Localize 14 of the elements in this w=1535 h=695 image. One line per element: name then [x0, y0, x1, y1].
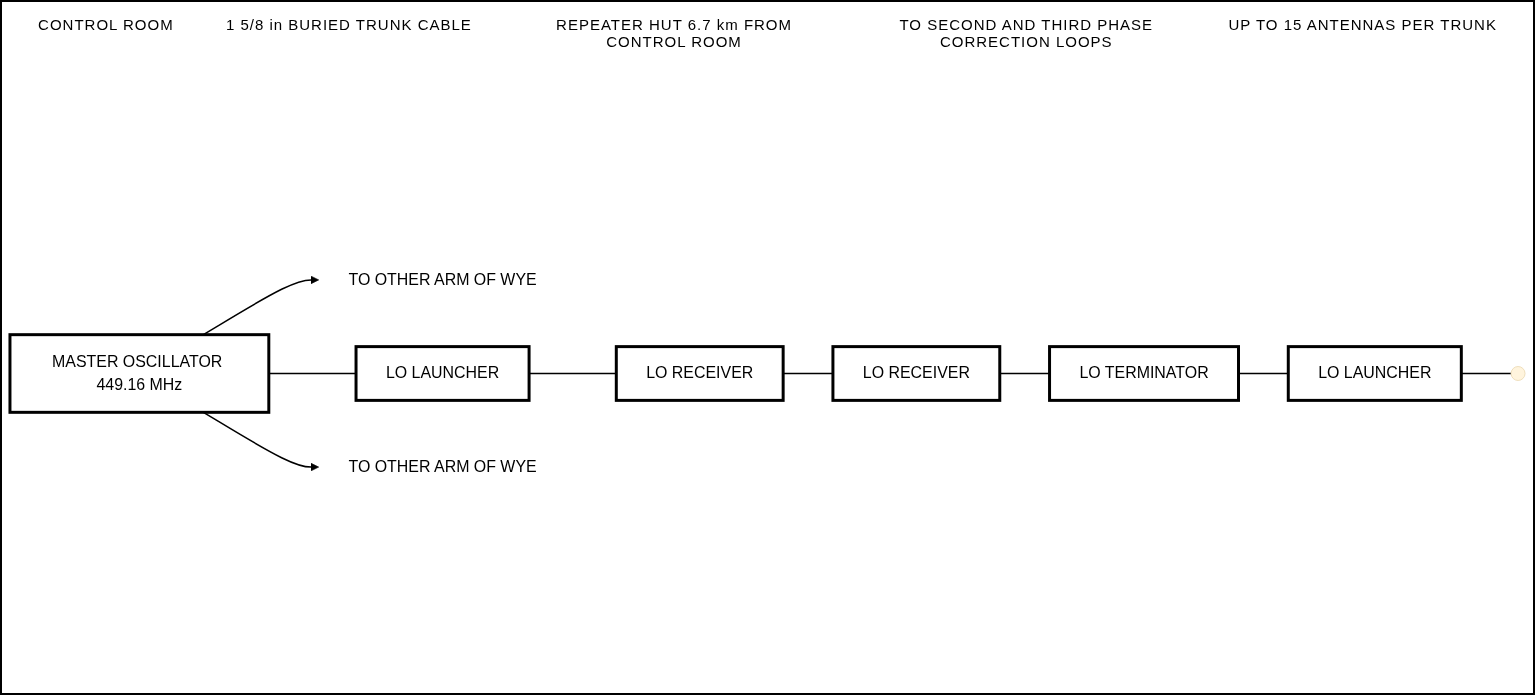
zone-label: TO SECOND AND THIRD PHASE CORRECTION LOOPS [898, 16, 1155, 50]
node-box: LO RECEIVER [614, 345, 785, 402]
zone-label: 1 5/8 in BURIED TRUNK CABLE [225, 16, 472, 35]
node-box: MASTER OSCILLATOR 449.16 MHz [8, 333, 271, 414]
node-text: TO OTHER ARM OF WYE [348, 458, 537, 476]
zone-label: CONTROL ROOM [38, 16, 174, 35]
node-box: LO RECEIVER [831, 345, 1002, 402]
zone-label: REPEATER HUT 6.7 km FROM CONTROL ROOM [555, 16, 794, 50]
node-text: TO OTHER ARM OF WYE [348, 270, 537, 288]
node-box: LO LAUNCHER [1286, 345, 1463, 402]
connector [268, 372, 357, 375]
zone-label: UP TO 15 ANTENNAS PER TRUNK [1228, 16, 1497, 35]
node-box: LO TERMINATOR [1048, 345, 1240, 402]
node-box: LO LAUNCHER [354, 345, 531, 402]
